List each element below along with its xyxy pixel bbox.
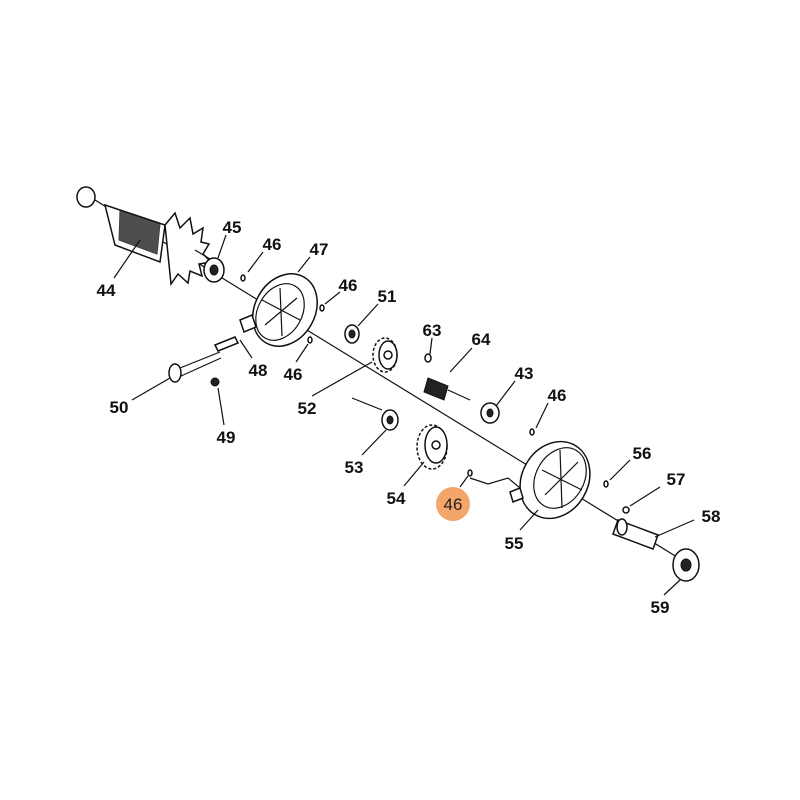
- callout-44[interactable]: 44: [97, 281, 116, 300]
- callout-63[interactable]: 63: [423, 321, 442, 340]
- part-48-screw: [213, 336, 240, 352]
- part-59-bearing: [672, 548, 700, 582]
- callout-54[interactable]: 54: [387, 489, 406, 508]
- callout-59[interactable]: 59: [651, 598, 670, 617]
- callout-47[interactable]: 47: [310, 240, 329, 259]
- callout-46[interactable]: 46: [339, 276, 358, 295]
- callout-46[interactable]: 46: [284, 365, 303, 384]
- part-64-pinion: [423, 377, 471, 401]
- part-46-pin: [529, 428, 535, 436]
- part-46-pin: [240, 274, 246, 282]
- part-56-pin: [603, 480, 609, 488]
- pins: [240, 274, 630, 514]
- part-47-gear-housing: [239, 273, 318, 347]
- callout-43[interactable]: 43: [515, 364, 534, 383]
- leader-52-53: [351, 397, 383, 411]
- part-51-bearing: [344, 324, 360, 344]
- part-54-gear: [416, 424, 448, 470]
- leader-46-highlight: [469, 477, 521, 489]
- leader-lines: [113, 234, 695, 596]
- callout-51[interactable]: 51: [378, 287, 397, 306]
- part-52-gear: [372, 337, 398, 373]
- callout-46-highlighted[interactable]: 46: [444, 495, 463, 514]
- callout-49[interactable]: 49: [217, 428, 236, 447]
- callout-53[interactable]: 53: [345, 458, 364, 477]
- part-46-pin: [307, 336, 313, 344]
- part-57-key: [622, 506, 630, 514]
- part-46-pin: [319, 304, 325, 312]
- part-55-gear-housing: [509, 440, 591, 520]
- part-50-bolt: [168, 351, 222, 383]
- part-45-bearing: [203, 257, 225, 283]
- part-44-armature: [76, 186, 216, 287]
- part-58-shaft: [612, 518, 659, 550]
- callout-46[interactable]: 46: [548, 386, 567, 405]
- callout-45[interactable]: 45: [223, 218, 242, 237]
- part-49-nut: [210, 377, 220, 387]
- callout-50[interactable]: 50: [110, 398, 129, 417]
- callout-56[interactable]: 56: [633, 444, 652, 463]
- callout-64[interactable]: 64: [472, 330, 491, 349]
- part-43-bearing: [480, 402, 500, 424]
- part-46-pin-highlighted: [467, 469, 473, 477]
- highlight-marker[interactable]: [436, 487, 470, 521]
- callout-52[interactable]: 52: [298, 399, 317, 418]
- callout-55[interactable]: 55: [505, 534, 524, 553]
- part-63-key: [424, 353, 432, 363]
- callout-48[interactable]: 48: [249, 361, 268, 380]
- callout-46[interactable]: 46: [263, 235, 282, 254]
- callout-58[interactable]: 58: [702, 507, 721, 526]
- callout-57[interactable]: 57: [667, 470, 686, 489]
- part-53-bearing: [381, 409, 399, 431]
